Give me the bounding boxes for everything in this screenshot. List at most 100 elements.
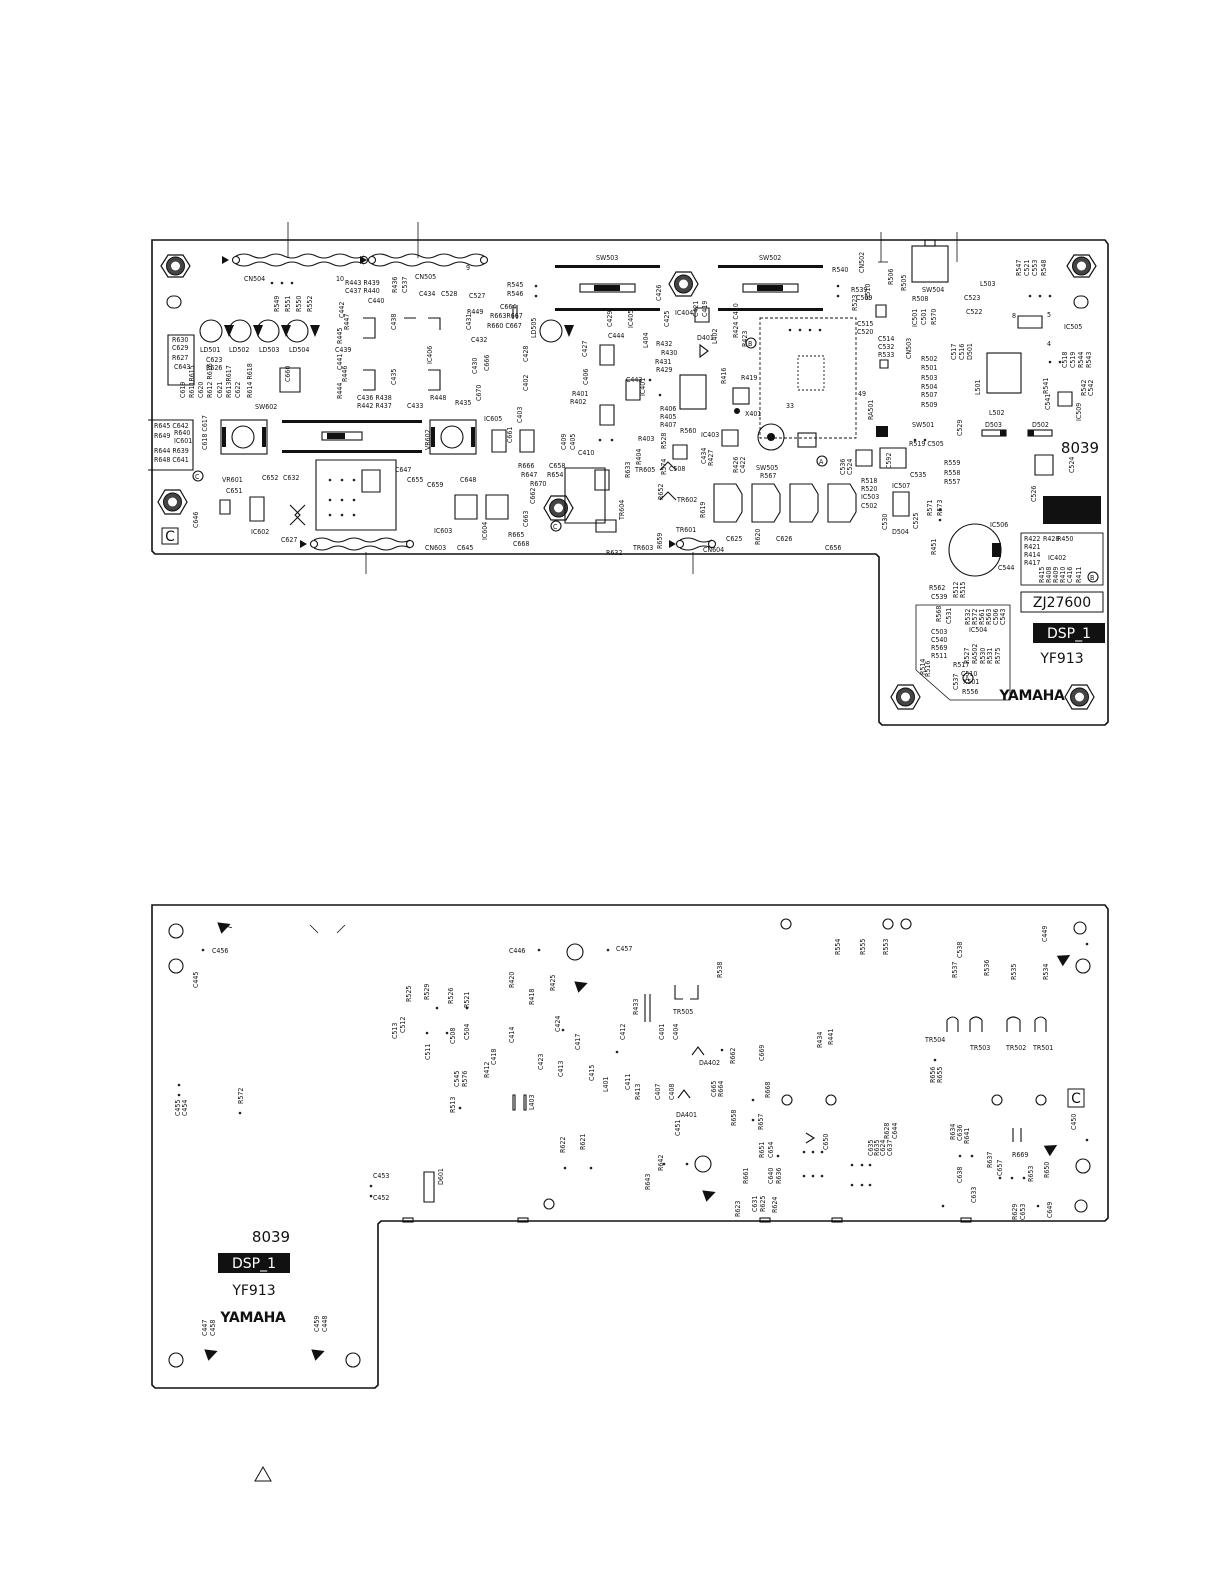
- component-label: R517: [953, 661, 969, 669]
- component-label: C425: [663, 311, 671, 327]
- component-label: C456: [212, 947, 228, 955]
- component-label: D502: [1032, 421, 1049, 429]
- component-label: C411: [624, 1074, 632, 1090]
- component-label: IC403: [701, 431, 719, 439]
- component-label: L502: [989, 409, 1005, 417]
- component-label: C453: [373, 1172, 389, 1180]
- component-label: R519 C505: [909, 440, 944, 448]
- board-name-box: [1033, 623, 1105, 643]
- component-label: TR603: [632, 544, 653, 552]
- component-label: C459: [313, 1316, 321, 1332]
- bottom-board-outline: [151, 904, 1109, 1389]
- component-label: C440: [368, 297, 384, 305]
- component-label: C515: [857, 320, 873, 328]
- switch-sw503: [555, 265, 660, 311]
- component-label: R413: [634, 1084, 642, 1100]
- component-label: C662: [529, 488, 537, 504]
- component-label: C666: [483, 355, 491, 371]
- component-label: R552: [306, 296, 314, 312]
- component-label: R436: [391, 277, 399, 293]
- component-label: R621: [579, 1134, 587, 1150]
- component-label: R528: [660, 433, 668, 449]
- component-label: R405: [660, 413, 676, 421]
- component-label: C451: [674, 1120, 682, 1136]
- component-label: C428: [522, 346, 530, 362]
- component-label: C638: [956, 1167, 964, 1183]
- component-label: C520: [857, 328, 873, 336]
- component-label: CN504: [244, 275, 265, 283]
- component-label: C623: [206, 356, 222, 364]
- component-label: C652: [262, 474, 278, 482]
- component-label: R426: [732, 457, 740, 473]
- switch-sw504: [911, 245, 949, 283]
- component-label: R654: [547, 471, 563, 479]
- component-label: C553: [1031, 260, 1039, 276]
- component-label: C658: [549, 462, 565, 470]
- component-label: C414: [508, 1027, 516, 1043]
- mounting-hole: [160, 254, 191, 278]
- component-label: R555: [859, 939, 867, 955]
- component-label: C447: [201, 1320, 209, 1336]
- brand-logo: YAMAHA: [219, 1310, 286, 1326]
- component-label: CN604: [703, 546, 724, 554]
- component-label: C406: [582, 369, 590, 385]
- component-label: C418: [490, 1049, 498, 1065]
- component-label: LD505: [530, 318, 538, 338]
- component-label: DA401: [676, 1111, 697, 1119]
- component-label: R554: [834, 939, 842, 955]
- component-label: IC504: [969, 626, 987, 634]
- top-board: ZJ27600 DSP_1 YF913 YAMAHA 8039 C: [148, 222, 1109, 726]
- board-name: DSP_1: [1047, 626, 1091, 642]
- component-label: 49: [858, 390, 866, 398]
- component-label: CN505: [415, 273, 436, 281]
- oval-hole: [1073, 295, 1089, 309]
- component-label: R403: [638, 435, 654, 443]
- component-label: C435: [390, 369, 398, 385]
- component-label: C663: [522, 511, 530, 527]
- connector-cn505: [360, 253, 489, 267]
- component-label: C537: [952, 674, 960, 690]
- component-label: R548: [1040, 260, 1048, 276]
- component-label: C530: [881, 514, 889, 530]
- component-label: LD504: [289, 346, 309, 354]
- component-label: R569: [931, 644, 947, 652]
- component-label: R502: [921, 355, 937, 363]
- component-label: R651: [758, 1142, 766, 1158]
- component-label: C452: [373, 1194, 389, 1202]
- component-label: IC604: [481, 522, 489, 540]
- component-label: C650: [822, 1134, 830, 1150]
- ref-mark-circle: [192, 470, 204, 482]
- mounting-hole: [543, 495, 574, 521]
- board-code: ZJ27600: [1033, 595, 1091, 611]
- component-label: RA501: [867, 400, 875, 420]
- component-label: C646: [192, 512, 200, 528]
- solder-pads: [270, 281, 1062, 522]
- component-label: SW501: [912, 421, 934, 429]
- component-label: C670: [475, 385, 483, 401]
- brand-logo: YAMAHA: [998, 688, 1065, 704]
- component-label: R652: [657, 484, 665, 500]
- component-label: R431: [655, 358, 671, 366]
- component-label: C404: [672, 1024, 680, 1040]
- component-label: R558: [944, 469, 960, 477]
- component-label: SW503: [596, 254, 618, 262]
- component-label: C422: [739, 457, 747, 473]
- component-label: C513: [391, 1023, 399, 1039]
- component-label: D503: [985, 421, 1002, 429]
- component-label: C502: [861, 502, 877, 510]
- component-label: C649: [1046, 1202, 1054, 1218]
- top-board-outline: [151, 239, 1109, 726]
- component-label: C653: [1019, 1204, 1027, 1220]
- component-label: R526: [447, 988, 455, 1004]
- component-label: R427: [707, 450, 715, 466]
- component-label: C624: [879, 1140, 887, 1156]
- component-label: R433: [632, 999, 640, 1015]
- component-label: IC401: [639, 378, 647, 396]
- ic402-box: [1020, 532, 1104, 586]
- corner-mark-box: [161, 527, 179, 545]
- component-label: R447: [343, 314, 351, 330]
- board-code-box: [1020, 591, 1104, 613]
